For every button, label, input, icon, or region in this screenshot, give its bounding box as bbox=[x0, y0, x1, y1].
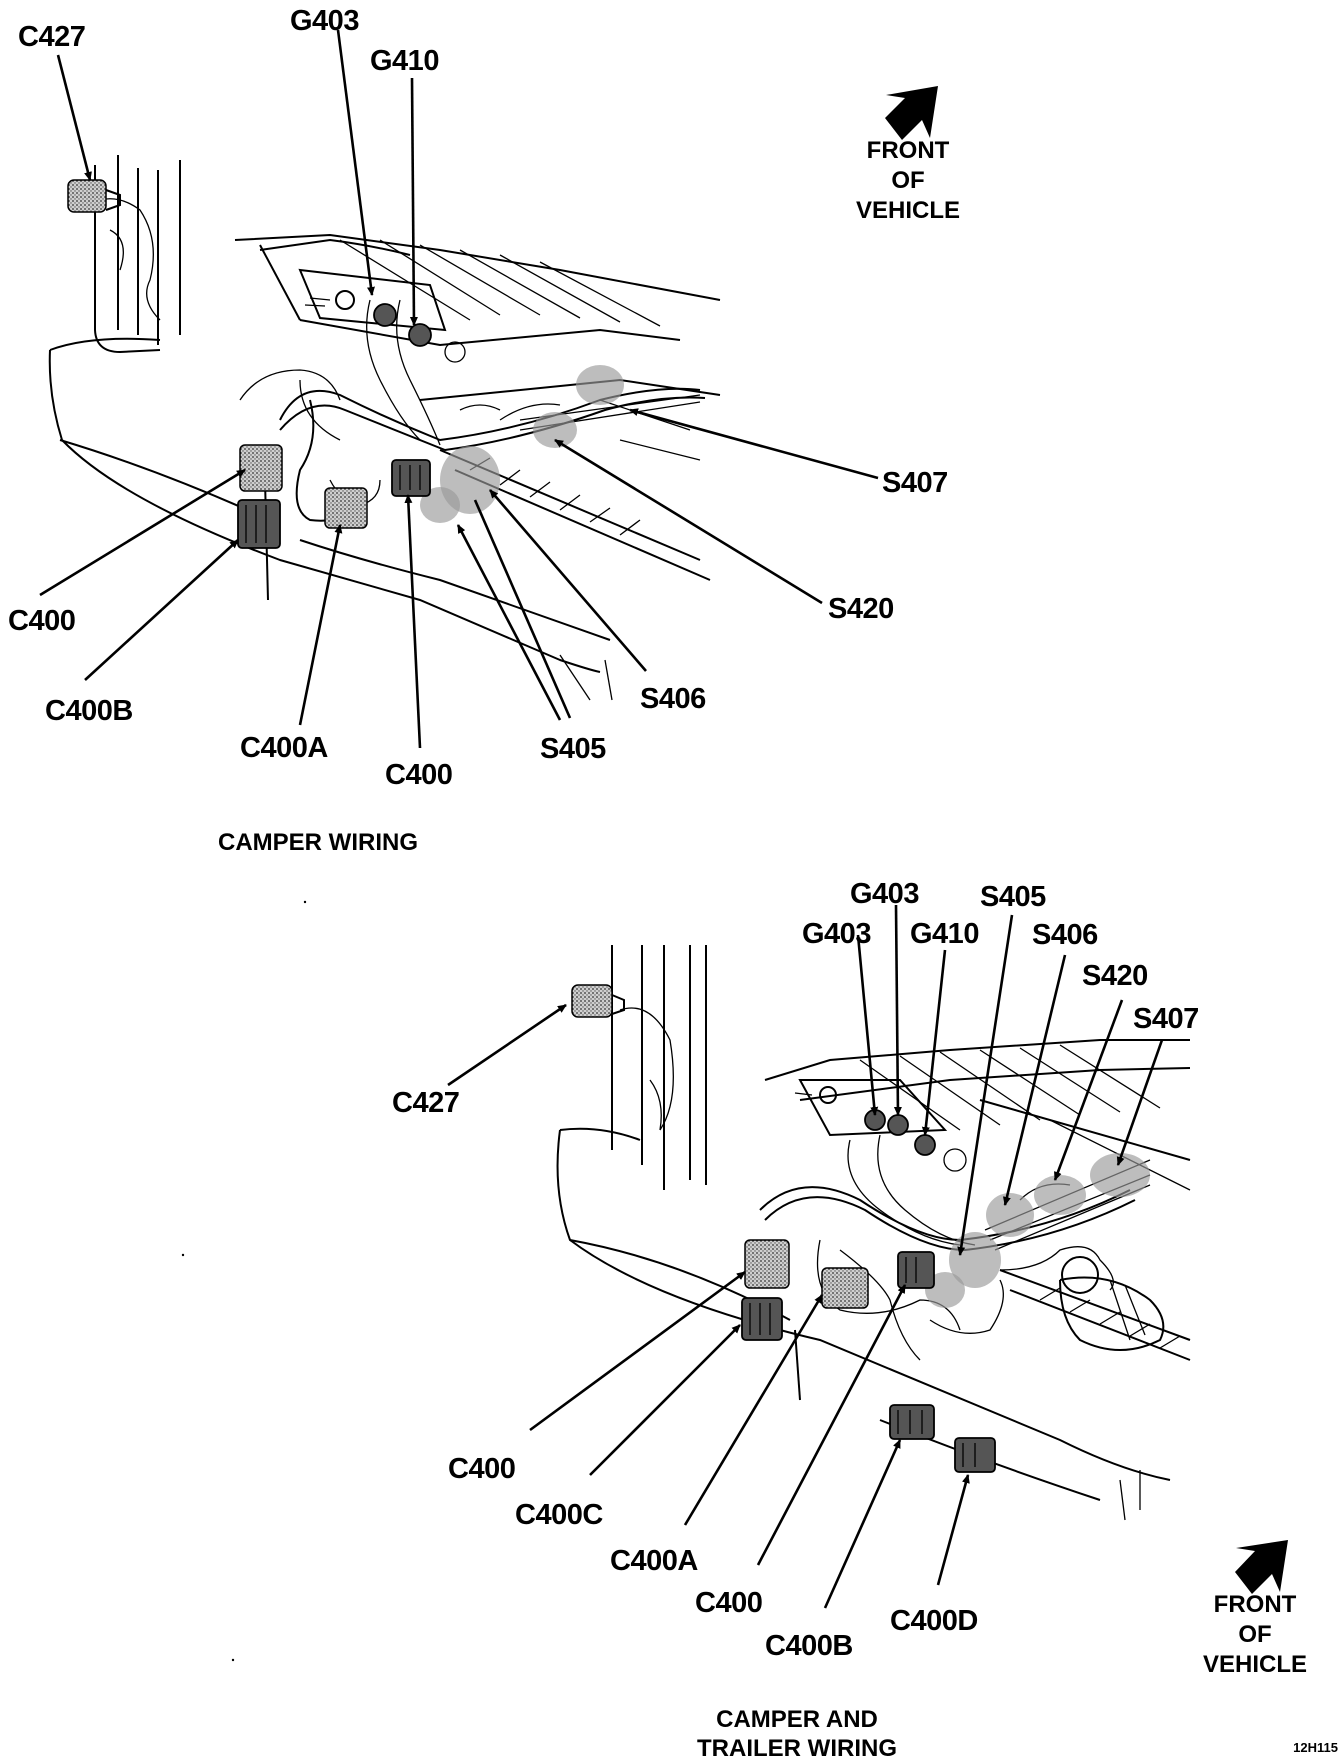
top-label-s406: S406 bbox=[640, 683, 706, 715]
top-label-g410: G410 bbox=[370, 45, 439, 77]
bottom-label-c400c: C400C bbox=[515, 1499, 603, 1531]
top-front-of-vehicle: FRONT OF VEHICLE bbox=[856, 137, 960, 224]
top-leader-lines bbox=[39, 29, 879, 749]
top-vehicle-outline bbox=[48, 155, 721, 701]
bottom-label-c427: C427 bbox=[392, 1087, 459, 1119]
bottom-c400a-connector bbox=[821, 1267, 869, 1309]
top-label-c427: C427 bbox=[18, 21, 85, 53]
bottom-label-s420: S420 bbox=[1082, 960, 1148, 992]
top-front-line-3: VEHICLE bbox=[856, 197, 960, 224]
bottom-front-line-3: VEHICLE bbox=[1203, 1651, 1307, 1678]
bottom-label-s405: S405 bbox=[980, 881, 1046, 913]
bottom-diagram: G403 G403 G410 S405 S406 S420 S407 C427 … bbox=[392, 878, 1307, 1758]
speck bbox=[181, 1253, 185, 1257]
arrow-front-icon bbox=[885, 86, 938, 140]
top-label-c400a: C400A bbox=[240, 732, 328, 764]
top-label-s405: S405 bbox=[540, 733, 606, 765]
top-diagram: C427 G403 G410 S407 S420 S406 S405 C400 … bbox=[8, 5, 960, 856]
bottom-label-c400a: C400A bbox=[610, 1545, 698, 1577]
top-c427-connector bbox=[67, 179, 121, 213]
top-label-s407: S407 bbox=[882, 467, 948, 499]
top-label-g403: G403 bbox=[290, 5, 359, 37]
bottom-label-g403-top: G403 bbox=[850, 878, 919, 910]
bottom-label-c400-bottom: C400 bbox=[695, 1587, 762, 1619]
speck bbox=[303, 900, 307, 904]
bottom-label-c400b: C400B bbox=[765, 1630, 853, 1662]
bottom-caption-line-2: TRAILER WIRING bbox=[697, 1735, 897, 1758]
bottom-vehicle-outline bbox=[556, 945, 1191, 1521]
bottom-front-of-vehicle: FRONT OF VEHICLE bbox=[1203, 1591, 1307, 1678]
bottom-label-g410: G410 bbox=[910, 918, 979, 950]
bottom-c400c-connector bbox=[741, 1297, 783, 1341]
top-c400b-connector bbox=[237, 499, 281, 549]
bottom-label-s406: S406 bbox=[1032, 919, 1098, 951]
bottom-label-g403-left: G403 bbox=[802, 918, 871, 950]
bottom-ground-plate bbox=[794, 1079, 967, 1172]
bottom-c427-connector bbox=[571, 984, 625, 1018]
top-label-c400-bottom: C400 bbox=[385, 759, 452, 791]
bottom-front-line-2: OF bbox=[1238, 1621, 1271, 1648]
top-c400-connector-left bbox=[239, 444, 283, 492]
bottom-label-c400d: C400D bbox=[890, 1605, 978, 1637]
bottom-leader-lines bbox=[447, 904, 1164, 1609]
top-front-line-1: FRONT bbox=[867, 137, 950, 164]
bottom-c400b-connector bbox=[889, 1404, 935, 1440]
bottom-caption-line-1: CAMPER AND bbox=[716, 1706, 878, 1733]
top-ground-plate bbox=[298, 268, 466, 363]
bottom-c400-connector-left bbox=[744, 1239, 790, 1289]
top-label-s420: S420 bbox=[828, 593, 894, 625]
bottom-label-s407: S407 bbox=[1133, 1003, 1199, 1035]
bottom-label-c400-left: C400 bbox=[448, 1453, 515, 1485]
top-label-c400b: C400B bbox=[45, 695, 133, 727]
top-label-c400-left: C400 bbox=[8, 605, 75, 637]
bottom-c400d-connector bbox=[954, 1437, 996, 1473]
top-front-line-2: OF bbox=[891, 167, 924, 194]
arrow-front-icon bbox=[1235, 1540, 1288, 1594]
bottom-harness bbox=[759, 1134, 1165, 1361]
top-caption: CAMPER WIRING bbox=[218, 829, 418, 856]
figure-id: 12H115 bbox=[1293, 1740, 1338, 1755]
top-c400-connector-right bbox=[391, 459, 431, 497]
speck bbox=[231, 1658, 235, 1662]
bottom-c400-connector-right bbox=[897, 1251, 935, 1289]
bottom-front-line-1: FRONT bbox=[1214, 1591, 1297, 1618]
top-c400a-connector bbox=[324, 487, 368, 529]
